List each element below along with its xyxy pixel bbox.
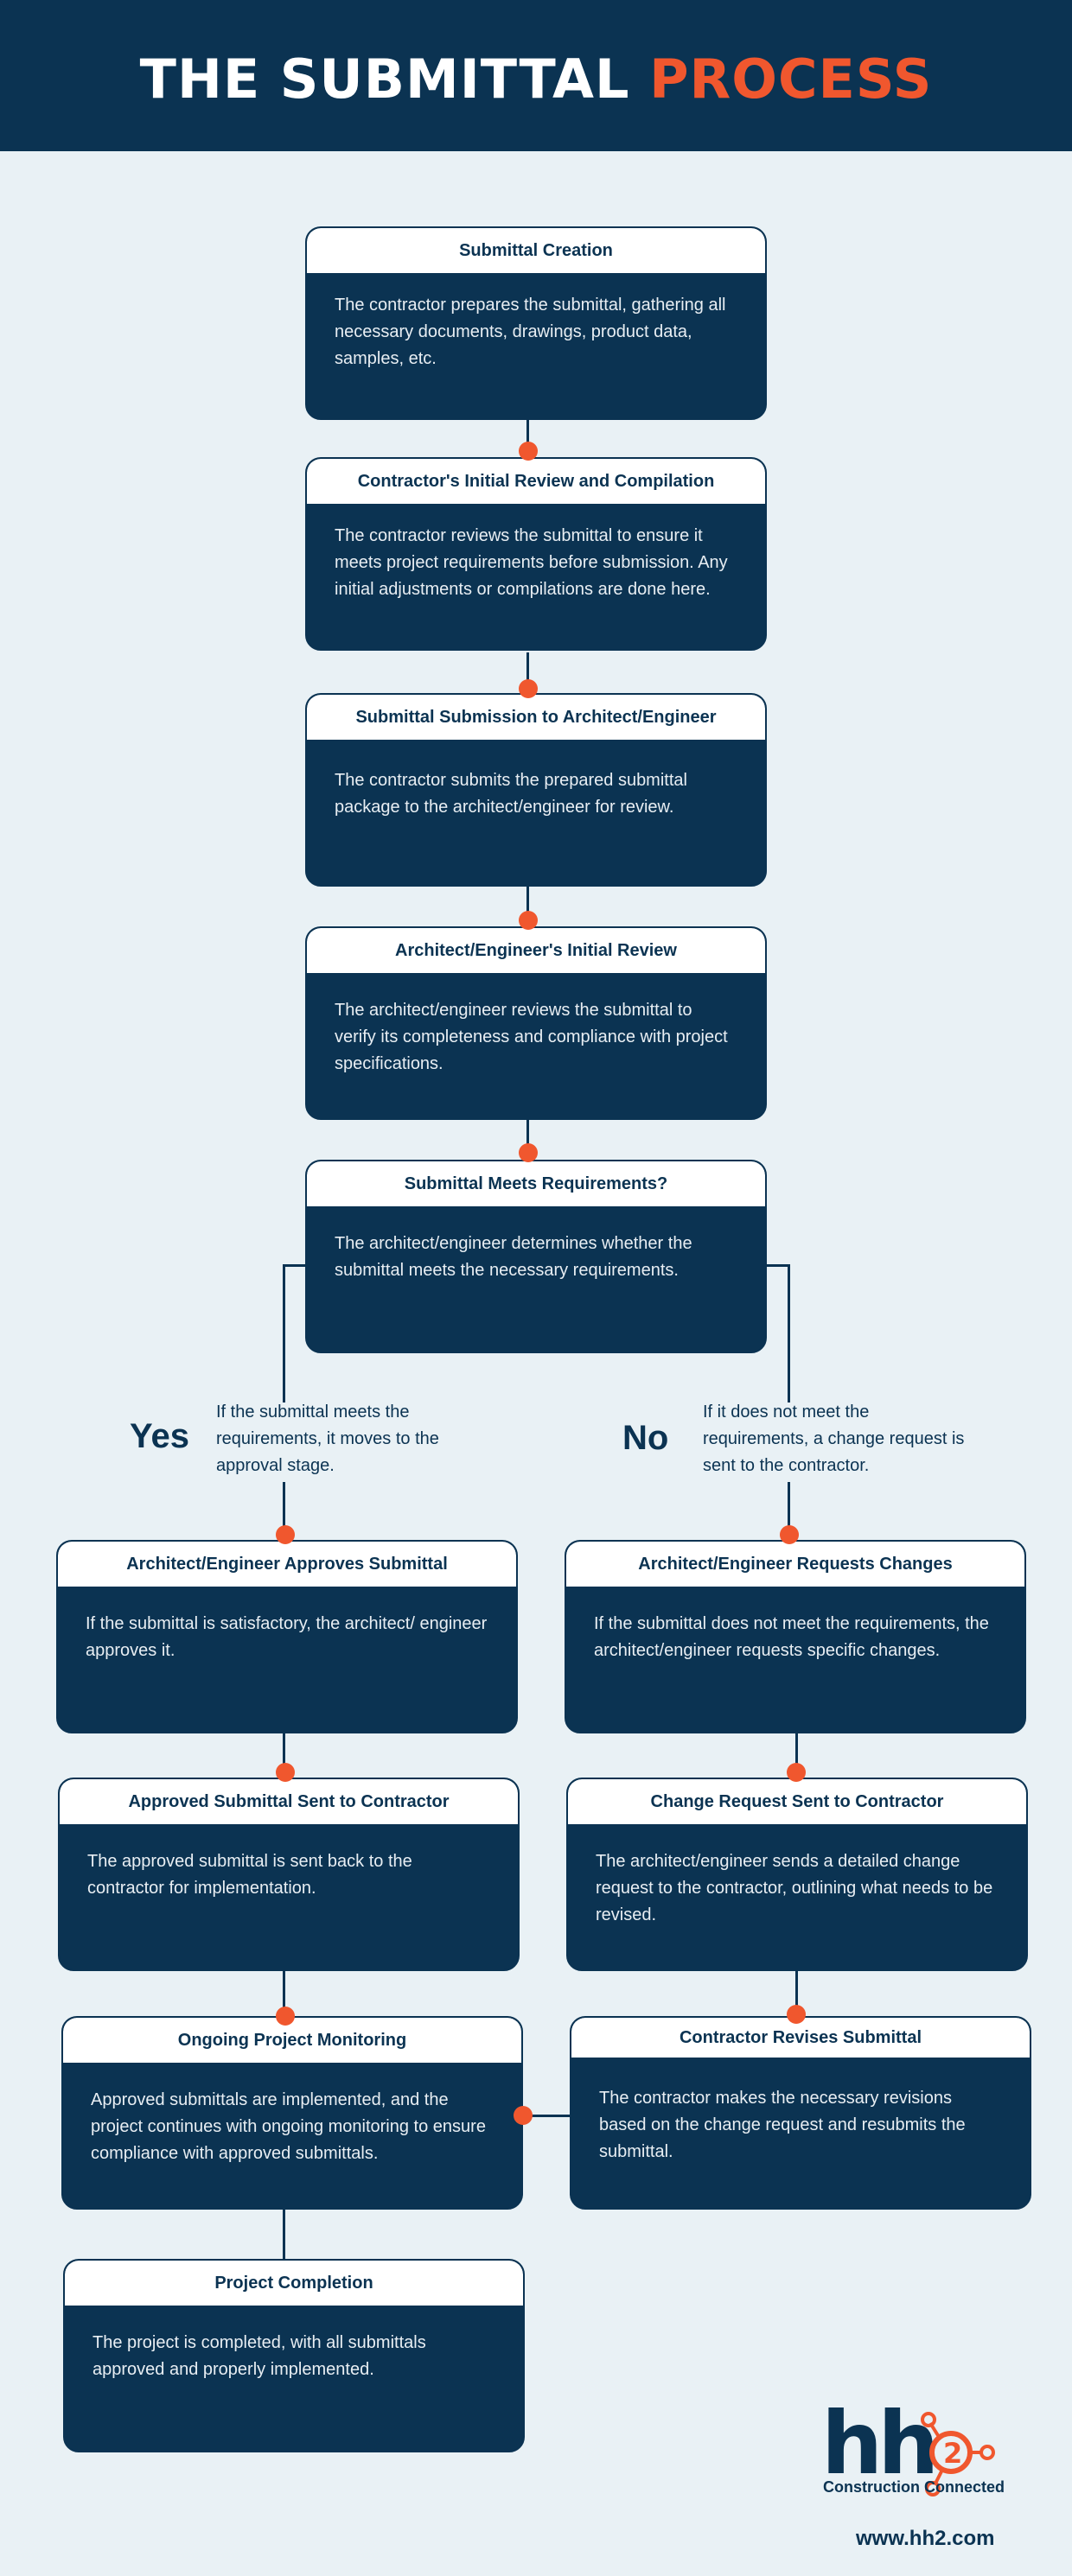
- step-title: Contractor Revises Submittal: [571, 2018, 1030, 2058]
- step-body: The contractor submits the prepared subm…: [335, 771, 687, 817]
- step-approved-sent-to-contractor: Approved Submittal Sent to Contractor Th…: [58, 1778, 520, 1971]
- connector-dot: [276, 1525, 295, 1544]
- step-body: The contractor reviews the submittal to …: [335, 526, 728, 599]
- step-architect-initial-review: Architect/Engineer's Initial Review The …: [305, 926, 767, 1120]
- step-title: Approved Submittal Sent to Contractor: [60, 1779, 518, 1824]
- title-accent: PROCESS: [649, 48, 933, 111]
- connector-dot: [787, 1763, 806, 1782]
- page-title: THE SUBMITTAL PROCESS: [0, 48, 1072, 111]
- connector-dot: [519, 911, 538, 930]
- revision-loop-line: [523, 2115, 572, 2117]
- step-body: The architect/engineer sends a detailed …: [596, 1852, 993, 1924]
- connector-line: [283, 1970, 285, 2018]
- yes-branch-line: [283, 1482, 285, 1541]
- step-title: Submittal Submission to Architect/Engine…: [307, 695, 765, 740]
- connector-line: [526, 419, 529, 458]
- connector-dot: [519, 1143, 538, 1162]
- connector-dot: [276, 1763, 295, 1782]
- logo-text: hh: [821, 2394, 934, 2494]
- step-title: Submittal Meets Requirements?: [307, 1161, 765, 1206]
- no-label: No: [622, 1419, 669, 1457]
- connector-dot: [519, 442, 538, 461]
- step-body: Approved submittals are implemented, and…: [91, 2090, 486, 2163]
- step-meets-requirements-decision: Submittal Meets Requirements? The archit…: [305, 1160, 767, 1353]
- no-branch-line: [788, 1482, 790, 1541]
- step-body: The contractor makes the necessary revis…: [599, 2089, 966, 2161]
- step-title: Architect/Engineer Requests Changes: [566, 1542, 1024, 1587]
- no-branch-line: [765, 1264, 790, 1267]
- yes-branch-text: If the submittal meets the requirements,…: [216, 1402, 439, 1475]
- step-submittal-creation: Submittal Creation The contractor prepar…: [305, 226, 767, 420]
- connector-line: [283, 2208, 285, 2264]
- step-title: Contractor's Initial Review and Compilat…: [307, 459, 765, 504]
- step-architect-approves: Architect/Engineer Approves Submittal If…: [56, 1540, 518, 1733]
- step-architect-requests-changes: Architect/Engineer Requests Changes If t…: [565, 1540, 1026, 1733]
- connector-dot: [780, 1525, 799, 1544]
- step-title: Architect/Engineer Approves Submittal: [58, 1542, 516, 1587]
- step-initial-review-compilation: Contractor's Initial Review and Compilat…: [305, 457, 767, 651]
- yes-branch-line: [283, 1264, 307, 1267]
- connector-dot: [514, 2106, 533, 2125]
- connector-dot: [787, 2005, 806, 2024]
- no-branch-line: [788, 1264, 790, 1402]
- connector-line: [526, 652, 529, 694]
- header-banner: THE SUBMITTAL PROCESS: [0, 0, 1072, 151]
- logo-number: 2: [943, 2437, 962, 2470]
- connector-line: [795, 1970, 798, 2018]
- step-title: Submittal Creation: [307, 228, 765, 273]
- website-link[interactable]: www.hh2.com: [856, 2527, 995, 2550]
- connector-line: [526, 886, 529, 927]
- step-body: If the submittal is satisfactory, the ar…: [86, 1614, 488, 1660]
- connector-dot: [519, 679, 538, 698]
- step-project-completion: Project Completion The project is comple…: [63, 2259, 525, 2452]
- step-change-request-sent: Change Request Sent to Contractor The ar…: [566, 1778, 1028, 1971]
- step-title: Change Request Sent to Contractor: [568, 1779, 1026, 1824]
- logo-tagline: Construction Connected: [823, 2478, 1005, 2496]
- step-title: Project Completion: [65, 2261, 523, 2306]
- connector-line: [526, 1119, 529, 1161]
- step-body: The architect/engineer reviews the submi…: [335, 1001, 728, 1073]
- hh2-logo: hh 2: [821, 2394, 995, 2496]
- step-submission-to-architect: Submittal Submission to Architect/Engine…: [305, 693, 767, 887]
- step-body: The project is completed, with all submi…: [93, 2333, 426, 2379]
- yes-branch-line: [283, 1264, 285, 1402]
- connector-dot: [276, 2007, 295, 2026]
- step-body: The architect/engineer determines whethe…: [335, 1234, 692, 1280]
- step-body: The contractor prepares the submittal, g…: [335, 296, 726, 368]
- title-main: THE SUBMITTAL: [139, 48, 650, 111]
- connector-line: [795, 1732, 798, 1779]
- step-title: Ongoing Project Monitoring: [63, 2018, 521, 2063]
- step-contractor-revises: Contractor Revises Submittal The contrac…: [570, 2016, 1031, 2210]
- step-body: The approved submittal is sent back to t…: [87, 1852, 412, 1898]
- yes-label: Yes: [130, 1417, 189, 1455]
- step-ongoing-monitoring: Ongoing Project Monitoring Approved subm…: [61, 2016, 523, 2210]
- step-title: Architect/Engineer's Initial Review: [307, 928, 765, 973]
- no-branch-text: If it does not meet the requirements, a …: [703, 1402, 965, 1475]
- step-body: If the submittal does not meet the requi…: [594, 1614, 989, 1660]
- connector-line: [283, 1732, 285, 1779]
